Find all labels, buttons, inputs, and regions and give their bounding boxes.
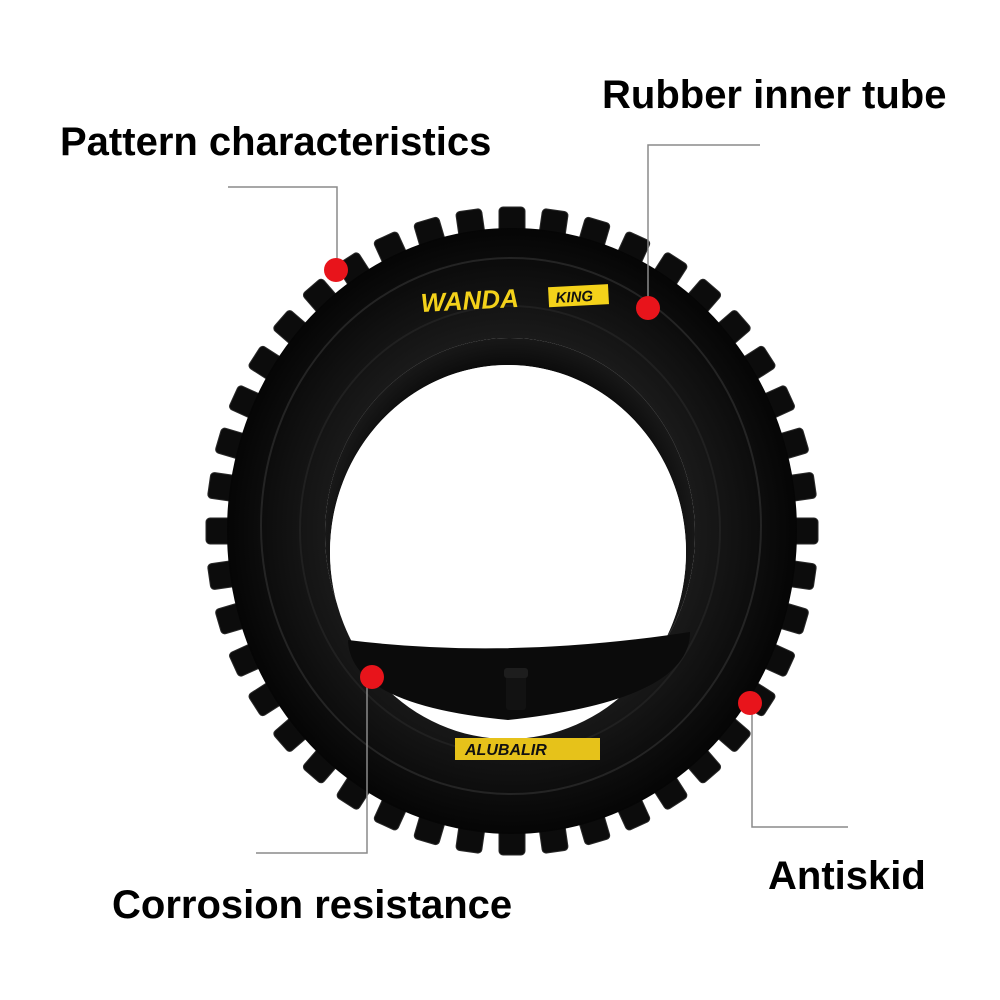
marker-tube bbox=[636, 296, 660, 320]
callout-pattern-characteristics: Pattern characteristics bbox=[60, 120, 492, 164]
sidewall-ring bbox=[260, 257, 762, 795]
tire-image: WANDA KING ALUBALIR bbox=[205, 206, 819, 856]
tube-brand-box bbox=[455, 738, 600, 760]
tube-brand-text: ALUBALIR bbox=[464, 742, 547, 759]
leader-lines bbox=[228, 144, 848, 854]
marker-antiskid bbox=[738, 691, 762, 715]
valve-cap bbox=[504, 668, 528, 678]
tube-brand-label: ALUBALIR bbox=[455, 738, 600, 760]
brand-text: WANDA bbox=[420, 283, 520, 318]
callout-antiskid: Antiskid bbox=[768, 854, 926, 898]
leader-line-tube bbox=[647, 144, 760, 305]
brand-sub-box bbox=[548, 284, 609, 308]
marker-pattern bbox=[324, 258, 348, 282]
brand-sub-text: KING bbox=[555, 288, 594, 307]
brand-label: WANDA KING bbox=[420, 283, 609, 318]
leader-line-corrosion bbox=[256, 680, 368, 854]
leader-line-pattern bbox=[228, 186, 338, 265]
marker-corrosion bbox=[360, 665, 384, 689]
callout-corrosion-resistance: Corrosion resistance bbox=[112, 883, 513, 927]
callout-rubber-inner-tube: Rubber inner tube bbox=[602, 73, 947, 117]
leader-line-antiskid bbox=[751, 705, 848, 828]
valve-stem bbox=[506, 672, 526, 710]
